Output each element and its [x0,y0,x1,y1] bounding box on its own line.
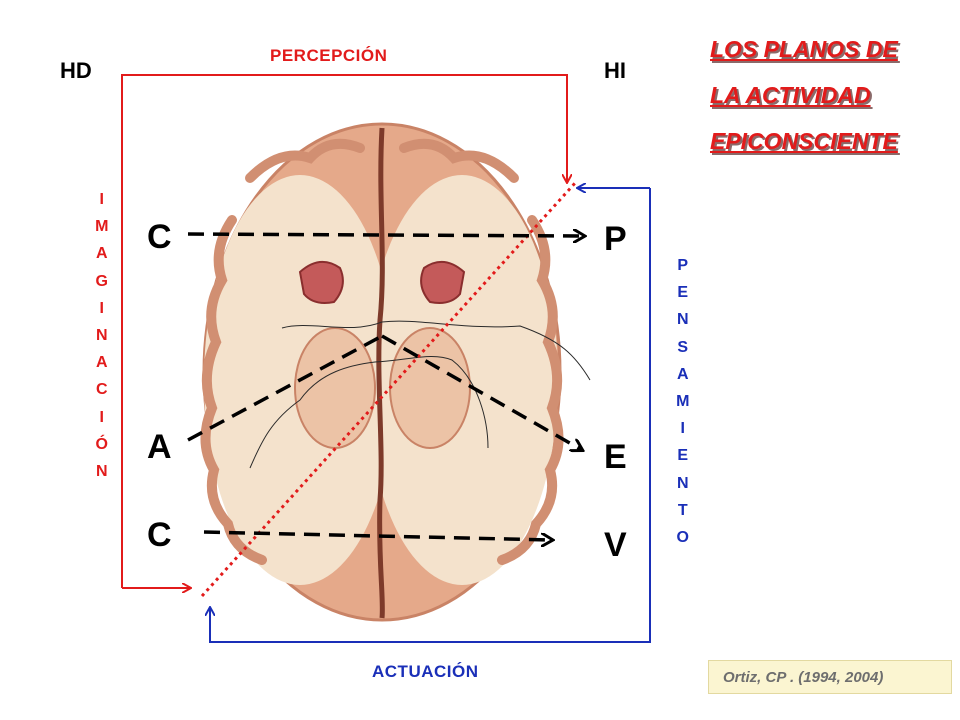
label-left-hemisphere-hi: HI [604,58,626,83]
letter-left-bottom: C [147,516,172,554]
vertical-letter: C [95,381,109,399]
title-line-2: LA ACTIVIDAD [710,82,871,108]
vertical-letter: A [95,354,109,372]
vertical-letter: G [95,272,109,290]
cortex-gyri-left [200,215,267,565]
letter-right-top: P [604,220,627,258]
vertical-letter: M [676,393,690,411]
arrow-c-to-p [187,234,584,236]
vertical-letter: I [680,420,686,438]
title-line-3: EPICONSCIENTE [710,128,898,154]
vertical-letter: N [676,474,690,492]
letter-left-top: C [147,218,172,256]
vertical-letter: A [676,365,690,383]
blue-cycle [210,188,651,643]
thinking-path [210,188,651,643]
black-dashed-arrows [187,234,584,540]
letter-right-bottom: V [604,526,627,564]
red-cycle [121,74,578,598]
vertical-letter: Ó [95,435,109,453]
vertical-letter: N [676,311,690,329]
arrow-a-to-center [187,334,383,442]
vertical-letter: S [677,338,689,356]
vertical-letter: P [677,257,689,274]
thalamus-right [389,327,471,449]
letter-right-middle: E [604,438,627,476]
thalamus-left [294,327,376,449]
ventricle-right [420,261,466,304]
longitudinal-fissure [376,127,385,619]
arrow-center-to-e [381,334,582,450]
letter-left-middle: A [147,428,172,466]
label-right-hemisphere-hd: HD [60,58,92,83]
vertical-letter: N [95,327,109,345]
credit-text: Ortiz, CP . (1994, 2004) [723,669,884,686]
cortex-gyri-top [245,138,519,183]
vertical-letter: E [677,447,689,465]
vertical-letter: O [676,529,690,547]
vertical-letter: A [95,245,109,263]
credit-box: Ortiz, CP . (1994, 2004) [708,660,952,694]
vertical-letter: I [99,191,105,208]
title-line-1: LOS PLANOS DE [710,36,898,62]
vertical-letter: M [95,218,109,236]
vertical-letter: T [677,501,689,519]
cortex-gyri-right [497,215,564,565]
diagram-title: LOS PLANOS DE LA ACTIVIDAD EPICONSCIENTE [710,26,950,164]
perception-path [121,74,567,588]
label-actuacion: ACTUACIÓN [372,662,479,681]
brain-illustration [200,122,591,622]
arrow-c-to-v [203,530,552,540]
red-diagonal-dotted-line [200,180,578,598]
ventricle-left [298,261,344,304]
vertical-letter: I [99,408,105,426]
label-percepcion: PERCEPCIÓN [270,46,388,65]
section-line-upper [281,320,591,381]
vertical-letter: I [99,299,105,317]
vertical-letter: E [677,284,689,302]
vertical-letter: N [95,463,109,481]
